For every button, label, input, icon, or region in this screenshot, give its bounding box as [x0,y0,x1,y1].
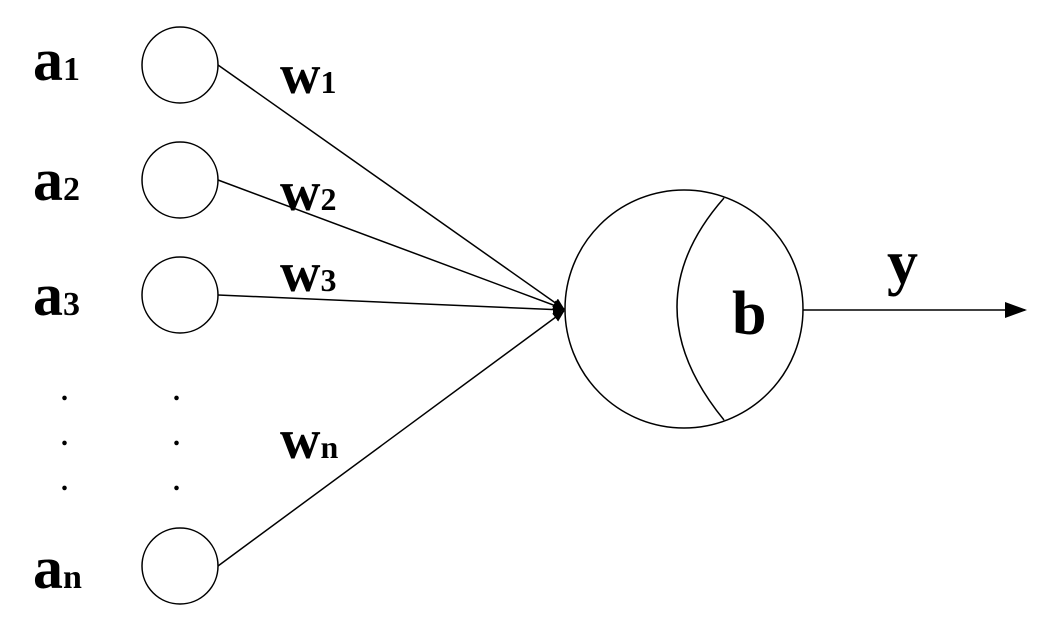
ellipsis-dot: . [173,376,180,407]
input-node-n [141,527,219,605]
edge-n [217,310,565,567]
input-node-1 [141,26,219,104]
weight-label-n: wn [280,409,338,471]
neuron-node [564,189,804,429]
input-label-n: an [33,535,82,601]
input-node-2 [141,141,219,219]
edge-3 [217,294,565,315]
ellipsis-dot: . [173,466,180,497]
ellipsis-dot: . [61,376,68,407]
weight-label-1: w1 [280,44,336,106]
neuron-inner-arc [676,197,725,421]
input-label-1: a1 [33,27,80,93]
output-label: y [887,229,918,297]
ellipsis-dot: . [61,421,68,452]
input-label-3: a3 [33,262,80,328]
weight-label-3: w3 [280,242,336,304]
edge-1 [217,64,565,310]
edge-2 [217,179,565,310]
input-node-3 [141,256,219,334]
input-label-2: a2 [33,147,80,213]
bias-label: b [732,280,766,348]
weight-label-2: w2 [280,161,336,223]
ellipsis-dot: . [173,421,180,452]
ellipsis-dot: . [61,466,68,497]
